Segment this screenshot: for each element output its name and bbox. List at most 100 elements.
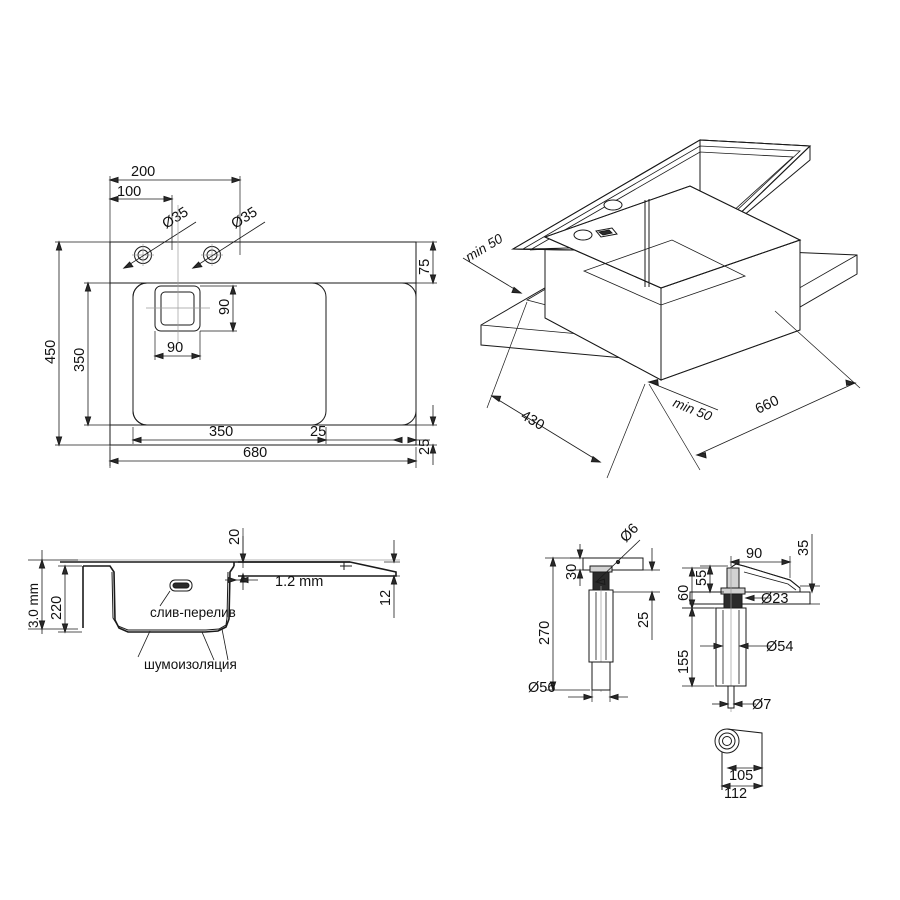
dispenser-spout-inner xyxy=(743,571,797,591)
section-label-overflow: слив-перелив xyxy=(150,605,236,620)
strainer-arrow-56-l xyxy=(583,693,594,701)
section-bowl-profile-inner xyxy=(111,571,229,631)
dispenser-arrow-35-t xyxy=(808,583,816,594)
dispenser-arrow-155-b xyxy=(688,677,696,688)
strainer-collar xyxy=(589,565,613,573)
plan-dim-680-label: 680 xyxy=(243,445,267,461)
plan-arrow-680-l xyxy=(108,457,119,465)
dispenser-label-35: 35 xyxy=(796,540,812,556)
dispenser-arrow-60-t xyxy=(688,566,696,577)
dispenser-arrow-90-l xyxy=(729,558,740,566)
section-arrow-20-b xyxy=(239,553,247,564)
iso-dim-430-line xyxy=(491,395,601,463)
section-label-12mm: 1.2 mm xyxy=(275,574,323,590)
iso-bowl-inner-base xyxy=(582,239,747,306)
section-arrow-12-t xyxy=(390,553,398,564)
plan-arrow-100-r xyxy=(163,195,174,203)
dispenser-arrow-55-b xyxy=(706,583,714,594)
coil-inner-ring xyxy=(722,736,732,746)
plan-arrow-90v-t xyxy=(229,284,237,295)
section-arrow-30mm-t xyxy=(38,558,46,569)
dispenser-tube xyxy=(727,685,735,709)
iso-arrow-430-r xyxy=(590,455,602,463)
dispenser-label-23: Ø23 xyxy=(761,591,788,607)
strainer-label-30: 30 xyxy=(564,564,580,580)
plan-dim-350v-label: 350 xyxy=(72,348,88,372)
section-dim-220-label: 220 xyxy=(49,596,65,620)
dispenser-arrow-54-l xyxy=(713,642,724,650)
plan-arrow-680-r xyxy=(407,457,418,465)
plan-dim-25h-label: 25 xyxy=(310,424,326,440)
dispenser-arrow-55-t xyxy=(706,564,714,575)
plan-arrow-200-l xyxy=(108,176,119,184)
iso-ext-660-b xyxy=(774,310,861,389)
strainer-stem xyxy=(591,661,611,691)
iso-arrow-430-l xyxy=(490,395,502,403)
plan-bowl-drainer-outline xyxy=(132,282,417,426)
plan-arrow-350h-l xyxy=(131,436,142,444)
dispenser-arrow-90-r xyxy=(781,558,792,566)
plan-arrow-d35-1 xyxy=(122,261,134,269)
plan-dim-100-label: 100 xyxy=(117,184,141,200)
plan-dim-75-label: 75 xyxy=(417,259,433,275)
iso-overflow-slot-inner xyxy=(597,229,613,236)
strainer-label-25: 25 xyxy=(636,612,652,628)
section-arrow-12-b xyxy=(390,574,398,585)
plan-view: 200 100 Ø35 Ø35 xyxy=(43,164,437,468)
detail-strainer-view: Ø6 30 270 25 Ø56 xyxy=(528,521,660,702)
isometric-view: min 50 min 50 430 660 xyxy=(462,139,861,479)
section-bowl-profile xyxy=(83,565,235,633)
plan-arrow-25v-b xyxy=(429,443,437,454)
iso-ext-430-a xyxy=(486,301,528,409)
section-leader-sound-2 xyxy=(201,631,215,661)
iso-arrow-min50-front xyxy=(647,378,659,386)
section-arrow-12mm-l xyxy=(227,576,238,584)
section-arrow-220-t xyxy=(61,564,69,575)
iso-leader-min50-left xyxy=(462,257,522,294)
plan-arrow-350v-b xyxy=(84,416,92,427)
dispenser-label-55: 55 xyxy=(694,570,710,586)
plan-arrow-200-r xyxy=(231,176,242,184)
iso-tap-hole-1 xyxy=(603,199,623,211)
strainer-label-270: 270 xyxy=(537,621,553,645)
strainer-arrow-56-r xyxy=(608,693,619,701)
section-leader-overflow xyxy=(159,590,171,607)
section-label-soundproof: шумоизоляция xyxy=(144,657,237,672)
coil-arrow-112-r xyxy=(753,782,764,790)
section-dim-20-label: 20 xyxy=(227,529,243,545)
section-label-30mm: 3.0 mm xyxy=(26,583,41,628)
strainer-label-56: Ø56 xyxy=(528,680,555,696)
plan-arrow-75-t xyxy=(429,240,437,251)
plan-arrow-350v-t xyxy=(84,281,92,292)
plan-arrow-90h-r xyxy=(191,352,202,360)
dispenser-arrow-155-t xyxy=(688,606,696,617)
strainer-arrow-25-t xyxy=(648,561,656,572)
iso-tap-hole-2 xyxy=(573,229,593,241)
iso-arrow-660-l xyxy=(695,451,707,459)
plan-arrow-75-b xyxy=(429,274,437,285)
detail-coil-view: 105 112 xyxy=(714,728,764,802)
plan-dim-90v-label: 90 xyxy=(217,299,233,315)
iso-arrow-min50-left xyxy=(511,286,523,294)
dispenser-arrow-23 xyxy=(744,594,755,602)
iso-label-min50-front: min 50 xyxy=(671,395,715,424)
detail-dispenser-view: 90 35 55 60 Ø23 155 xyxy=(676,534,820,713)
section-overflow-hole-inner xyxy=(172,582,190,589)
plan-drain-inner xyxy=(160,291,195,326)
plan-dim-200-label: 200 xyxy=(131,164,155,180)
plan-leader-d35-2 xyxy=(192,221,266,269)
section-arrow-30mm-b xyxy=(38,620,46,631)
dispenser-washer xyxy=(720,587,746,595)
dispenser-spout-outline xyxy=(729,563,801,589)
plan-dim-90h-label: 90 xyxy=(167,340,183,356)
strainer-arrow-30-b xyxy=(576,568,584,579)
dispenser-arrow-7-l xyxy=(719,700,730,708)
plan-arrow-25v-t xyxy=(429,416,437,427)
coil-arrow-105-l xyxy=(726,764,737,772)
dispenser-label-90: 90 xyxy=(746,546,762,562)
strainer-dot-d6 xyxy=(615,559,621,565)
strainer-arrow-270-b xyxy=(549,681,557,692)
coil-arrow-112-l xyxy=(720,782,731,790)
dispenser-arrow-7-r xyxy=(732,700,743,708)
plan-arrow-450-b xyxy=(55,436,63,447)
